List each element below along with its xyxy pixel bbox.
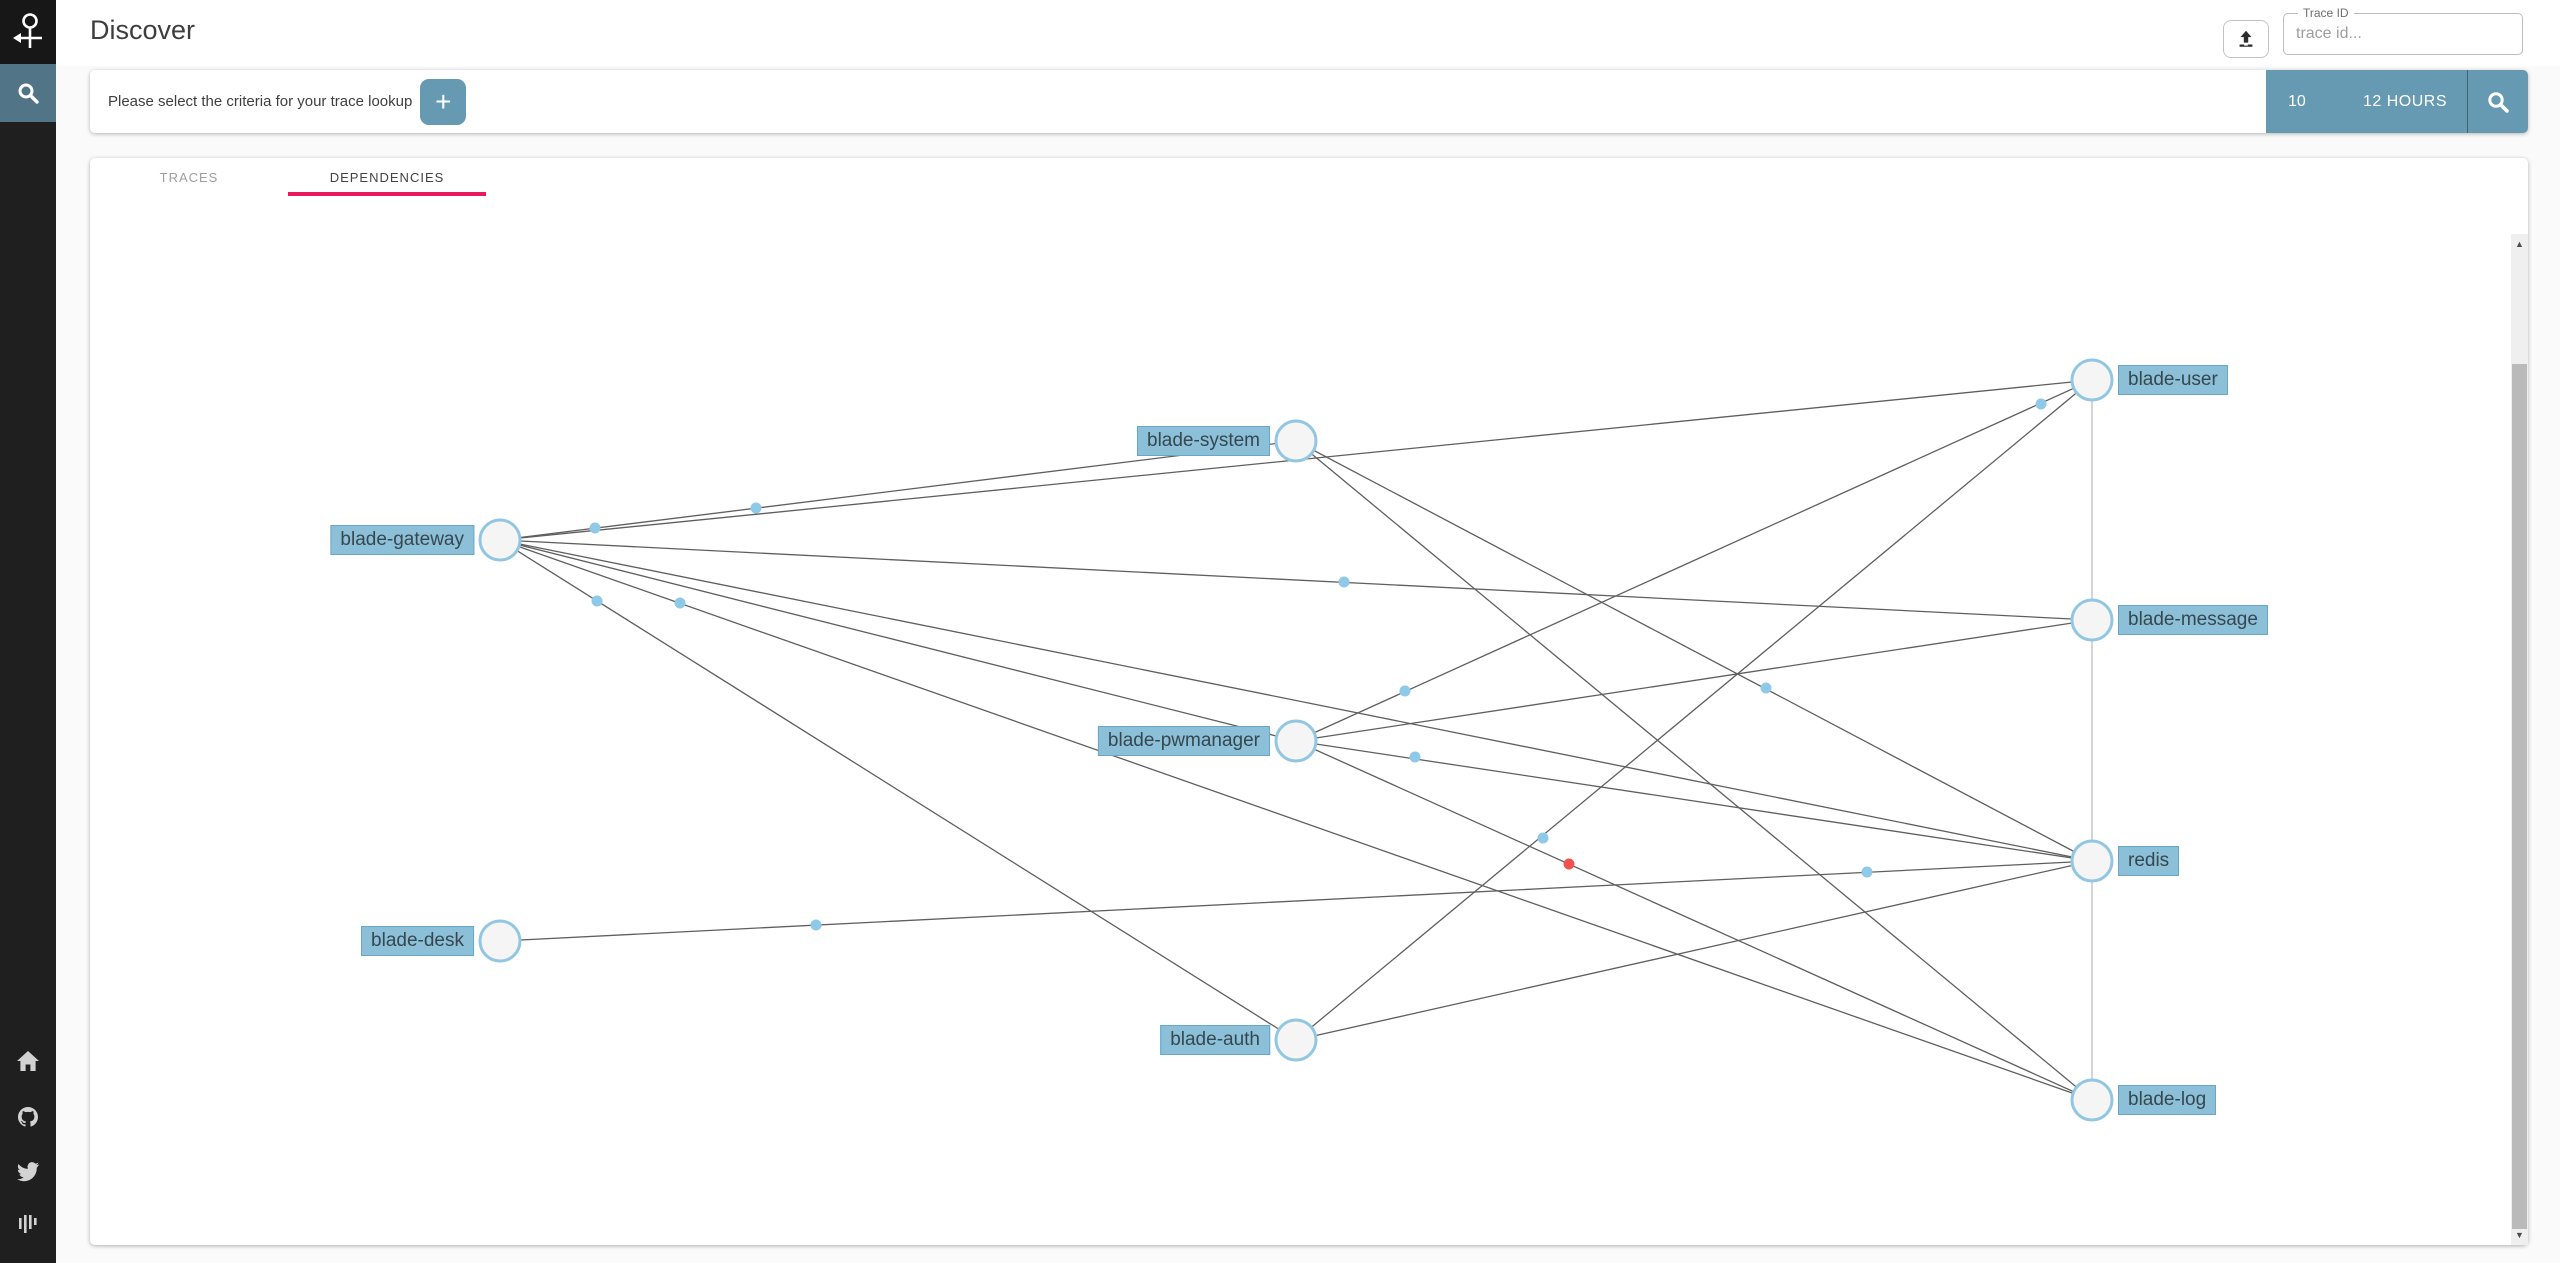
service-label-blade-log[interactable]: blade-log <box>2118 1085 2217 1115</box>
search-icon <box>2488 91 2509 113</box>
results-tabs: TRACES DEPENDENCIES <box>90 158 486 196</box>
dependency-edge-blade-pwmanager-blade-user <box>1295 379 2093 742</box>
traffic-dot <box>674 597 686 609</box>
traffic-dot <box>2035 398 2047 410</box>
service-node-blade-system[interactable] <box>1274 419 1318 463</box>
service-node-redis[interactable] <box>2070 839 2114 883</box>
lookback-section: 10 12 HOURS <box>2266 70 2528 133</box>
trace-search-bar: Please select the criteria for your trac… <box>90 70 2528 133</box>
service-label-blade-system[interactable]: blade-system <box>1137 426 1270 456</box>
criteria-area[interactable]: Please select the criteria for your trac… <box>90 70 2266 133</box>
page-title: Discover <box>90 15 196 45</box>
dependency-edge-blade-auth-redis <box>1295 860 2093 1041</box>
traffic-dot <box>810 919 822 931</box>
search-icon <box>18 83 39 104</box>
dependency-edge-blade-pwmanager-redis <box>1295 740 2093 862</box>
page-header: Discover Trace ID <box>56 0 2560 66</box>
traffic-dot <box>1760 682 1772 694</box>
dependency-edge-blade-gateway-redis <box>499 539 2093 862</box>
dependency-edge-blade-system-redis <box>1295 440 2093 862</box>
trace-id-field: Trace ID <box>2283 6 2523 55</box>
traffic-dot <box>1861 866 1873 878</box>
traffic-dot <box>589 522 601 534</box>
twitter-icon <box>17 1162 39 1182</box>
run-search-button[interactable] <box>2468 90 2528 114</box>
github-link[interactable] <box>16 1105 40 1129</box>
tab-dependencies[interactable]: DEPENDENCIES <box>288 158 486 196</box>
service-node-blade-pwmanager[interactable] <box>1274 719 1318 763</box>
trace-id-input[interactable] <box>2284 14 2522 54</box>
service-label-blade-desk[interactable]: blade-desk <box>361 926 474 956</box>
service-node-blade-log[interactable] <box>2070 1078 2114 1122</box>
add-criteria-button[interactable]: + <box>420 78 467 125</box>
service-label-blade-pwmanager[interactable]: blade-pwmanager <box>1097 726 1270 756</box>
traffic-dot <box>1537 832 1549 844</box>
upload-trace-button[interactable] <box>2223 20 2269 58</box>
home-icon <box>17 1051 39 1071</box>
dependency-edge-blade-gateway-blade-auth <box>499 539 1297 1041</box>
service-node-blade-gateway[interactable] <box>478 518 522 562</box>
traffic-dot <box>1399 685 1411 697</box>
criteria-prompt: Please select the criteria for your trac… <box>108 93 413 110</box>
service-label-blade-message[interactable]: blade-message <box>2118 605 2268 635</box>
service-label-blade-gateway[interactable]: blade-gateway <box>330 525 474 555</box>
service-label-blade-user[interactable]: blade-user <box>2118 365 2228 395</box>
scroll-down-arrow[interactable]: ▼ <box>2515 1230 2524 1240</box>
service-node-blade-user[interactable] <box>2070 358 2114 402</box>
rail-spacer <box>0 122 56 1050</box>
divider <box>2467 70 2468 133</box>
dependency-edge-blade-gateway-blade-system <box>499 440 1297 541</box>
dependency-edge-blade-gateway-blade-log <box>499 539 2093 1101</box>
dependency-edge-blade-pwmanager-blade-message <box>1295 619 2093 742</box>
left-icon-rail <box>0 0 56 1263</box>
dependency-edge-blade-auth-blade-user <box>1295 379 2093 1041</box>
lookback-value[interactable]: 12 HOURS <box>2362 92 2447 110</box>
graph-scrollbar: ▲ ▼ <box>2511 234 2528 1245</box>
zipkin-logo-icon <box>13 13 42 48</box>
scroll-up-arrow[interactable]: ▲ <box>2515 239 2524 249</box>
gitter-link[interactable] <box>18 1215 38 1237</box>
github-icon <box>17 1107 38 1127</box>
dependency-graph: blade-gateway blade-desk blade-system blade… <box>90 196 2528 1245</box>
header-right-controls: Trace ID <box>2223 6 2523 58</box>
dependency-edge-blade-pwmanager-blade-log <box>1295 740 2093 1101</box>
zipkin-logo[interactable] <box>0 0 56 64</box>
twitter-link[interactable] <box>16 1162 40 1182</box>
traffic-dot <box>591 595 603 607</box>
traffic-dot <box>1409 751 1421 763</box>
service-node-blade-auth[interactable] <box>1274 1018 1318 1062</box>
service-label-blade-auth[interactable]: blade-auth <box>1160 1025 1270 1055</box>
gitter-icon <box>19 1215 37 1233</box>
dependency-edge-blade-gateway-blade-pwmanager <box>499 539 1297 742</box>
traffic-dot <box>750 502 762 514</box>
dependency-edge-blade-desk-redis <box>499 860 2093 942</box>
upload-icon <box>2239 30 2253 47</box>
rail-bottom-links <box>0 1050 56 1263</box>
home-link[interactable] <box>16 1050 40 1072</box>
dependency-edge-blade-gateway-blade-message <box>499 539 2093 621</box>
scroll-thumb[interactable] <box>2512 364 2527 1229</box>
service-node-blade-message[interactable] <box>2070 598 2114 642</box>
trace-id-label: Trace ID <box>2298 6 2354 20</box>
sidebar-item-search[interactable] <box>0 64 56 122</box>
error-traffic-dot <box>1563 858 1575 870</box>
service-node-blade-desk[interactable] <box>478 919 522 963</box>
result-limit[interactable]: 10 <box>2288 92 2306 110</box>
results-card: TRACES DEPENDENCIES blade-gateway blade-d… <box>90 158 2528 1245</box>
traffic-dot <box>1338 576 1350 588</box>
service-label-redis[interactable]: redis <box>2118 846 2180 876</box>
tab-traces[interactable]: TRACES <box>159 169 219 185</box>
dependency-graph-canvas <box>478 358 2114 1122</box>
dependency-edge-blade-system-blade-log <box>1295 440 2093 1101</box>
